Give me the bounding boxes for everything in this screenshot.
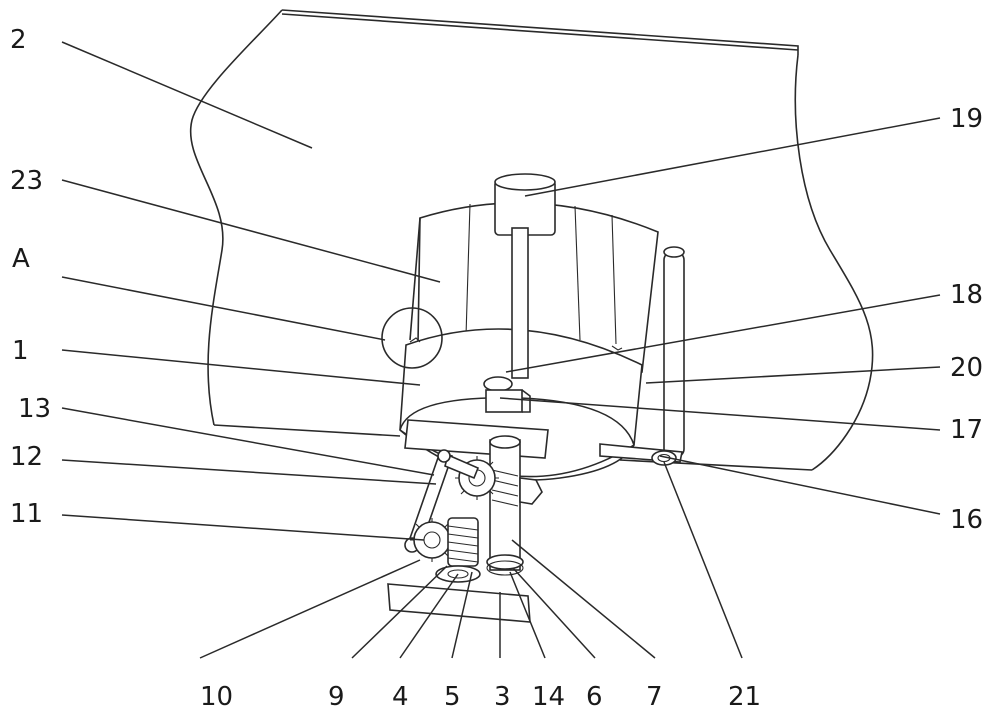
bracket-part-17-18 bbox=[483, 376, 531, 413]
label-18: 18 bbox=[950, 280, 983, 310]
collar-part-14 bbox=[486, 554, 524, 576]
label-5: 5 bbox=[444, 682, 461, 712]
label-23: 23 bbox=[10, 166, 43, 196]
label-2: 2 bbox=[10, 25, 27, 55]
motor-part-19 bbox=[494, 173, 556, 379]
label-13: 13 bbox=[18, 394, 51, 424]
label-A: A bbox=[12, 244, 30, 274]
label-6: 6 bbox=[586, 682, 603, 712]
label-21: 21 bbox=[728, 682, 761, 712]
label-4: 4 bbox=[392, 682, 409, 712]
label-16: 16 bbox=[950, 505, 983, 535]
arm-part-16 bbox=[599, 443, 683, 466]
label-12: 12 bbox=[10, 442, 43, 472]
label-1: 1 bbox=[12, 336, 29, 366]
detail-circle-A bbox=[381, 307, 443, 369]
label-10: 10 bbox=[200, 682, 233, 712]
screw-shaft-part-7 bbox=[489, 435, 543, 571]
leader-lines bbox=[61, 41, 941, 659]
label-17: 17 bbox=[950, 415, 983, 445]
spring-part-10 bbox=[447, 517, 479, 567]
rod-part-20 bbox=[663, 246, 685, 458]
label-7: 7 bbox=[646, 682, 663, 712]
label-20: 20 bbox=[950, 353, 983, 383]
label-9: 9 bbox=[328, 682, 345, 712]
label-11: 11 bbox=[10, 499, 43, 529]
reference-numerals: 2 19 23 A 18 1 20 13 17 12 16 11 10 9 4 … bbox=[10, 25, 983, 712]
label-19: 19 bbox=[950, 104, 983, 134]
label-14: 14 bbox=[532, 682, 565, 712]
label-3: 3 bbox=[494, 682, 511, 712]
